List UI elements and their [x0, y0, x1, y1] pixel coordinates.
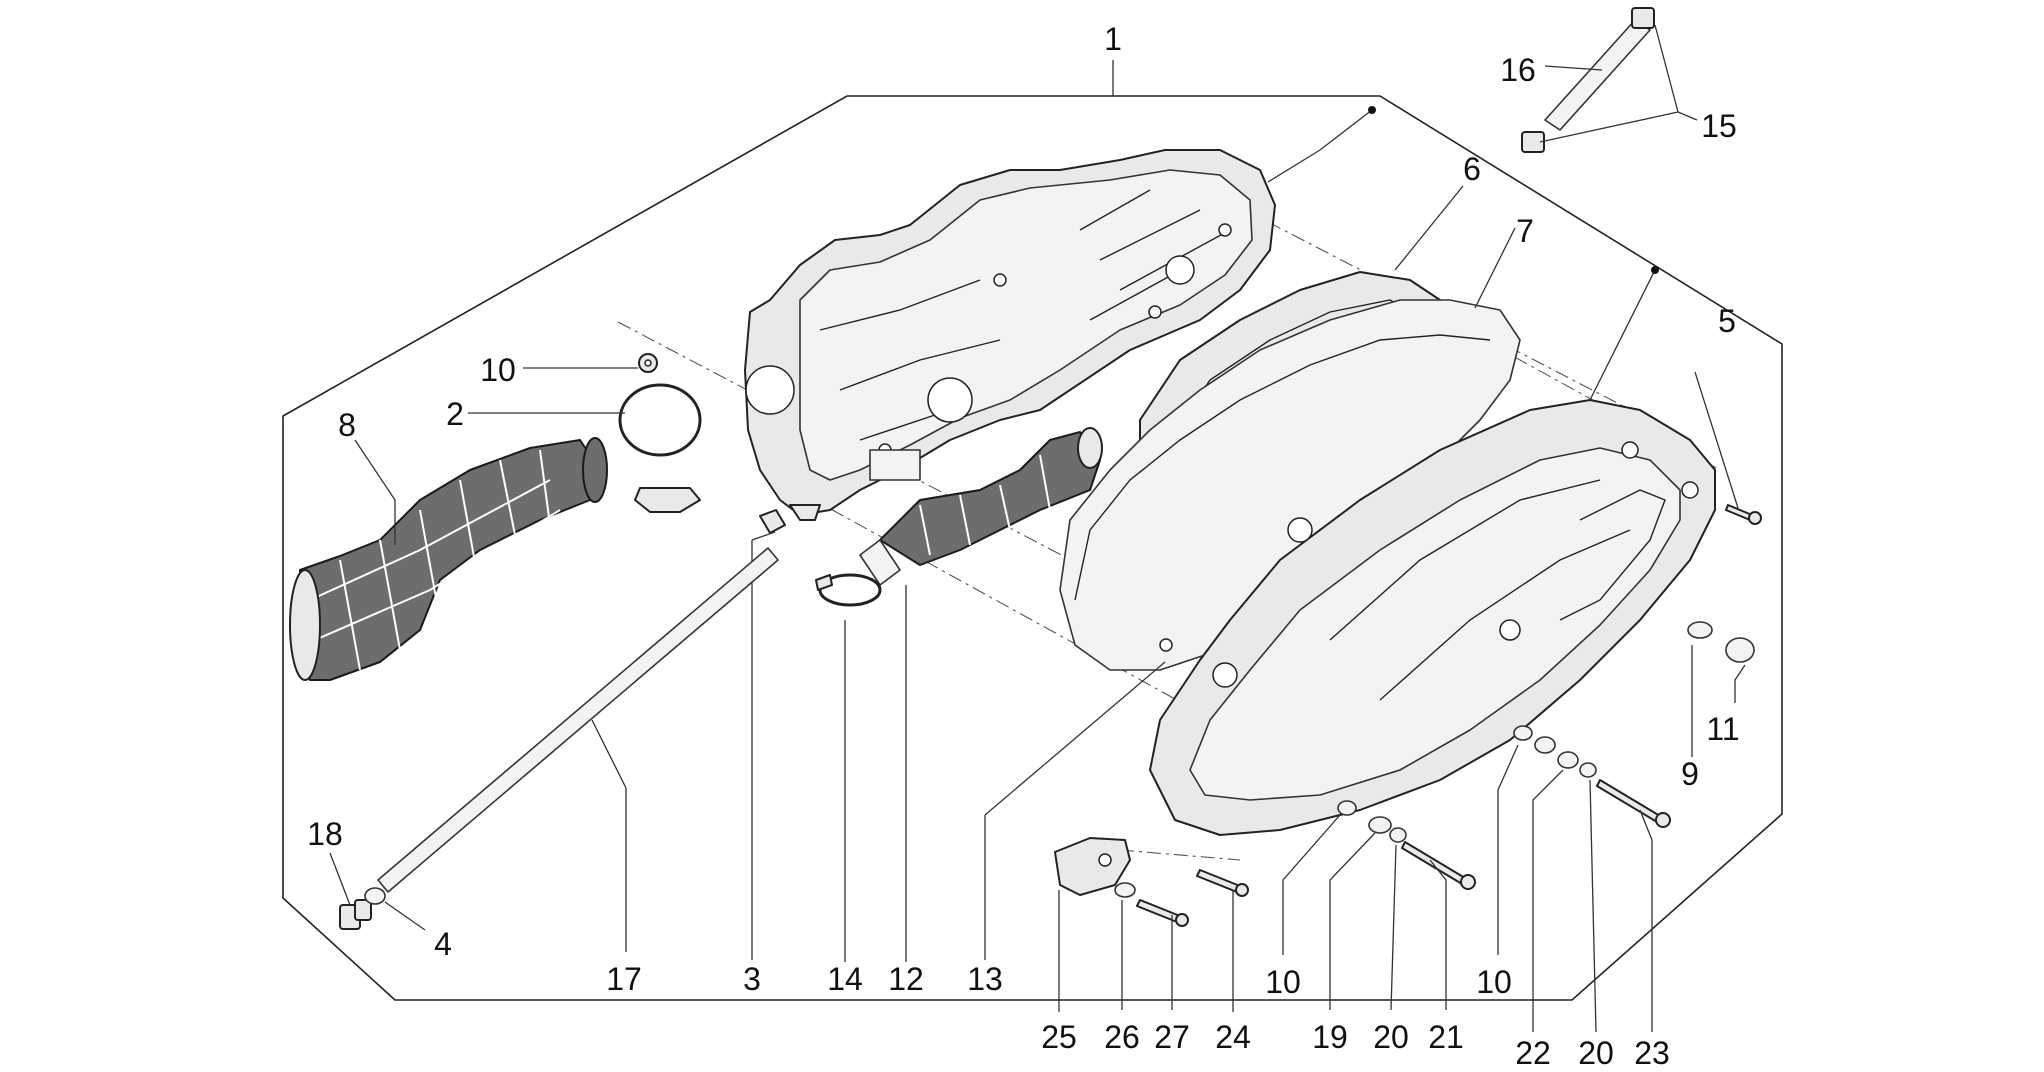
air-box-cover: [1149, 399, 1716, 836]
callout-10c-leader: [1497, 744, 1519, 955]
callout-20a-leader: [1390, 844, 1397, 1011]
callout-16: 16: [1500, 52, 1536, 88]
assembly-axis-screws: [1119, 849, 1241, 861]
nut-10-top: [638, 353, 658, 373]
callout-5: 5: [1718, 303, 1736, 339]
gasket: [1059, 299, 1521, 671]
callout-6-leader: [1394, 185, 1464, 271]
callout-23-leader: [1639, 809, 1653, 1032]
callout-17: 17: [606, 961, 642, 997]
callout-7: 7: [1516, 213, 1534, 249]
washer-20a: [1389, 827, 1407, 843]
air-box-housing: [744, 149, 1276, 521]
screw-24: [1196, 869, 1249, 897]
clip-4: [364, 887, 386, 905]
breather-hose-16: [1521, 7, 1655, 153]
washer-22: [1534, 736, 1556, 754]
callout-20-right: 20: [1578, 1035, 1614, 1067]
callout-9: 9: [1681, 756, 1699, 792]
callout-4: 4: [434, 926, 452, 962]
callout-4-leader: [384, 901, 426, 931]
callout-10b-leader: [1282, 814, 1341, 955]
callout-11: 11: [1706, 711, 1739, 747]
callout-20-lower: 20: [1373, 1019, 1409, 1055]
callout-3: 3: [743, 961, 761, 997]
callout-2: 2: [446, 396, 464, 432]
callout-17-leader: [591, 719, 627, 952]
callout-27: 27: [1154, 1019, 1190, 1055]
callout-19-leader: [1329, 832, 1376, 1010]
clip-9: [1687, 621, 1713, 639]
drain-tube-17: [377, 547, 779, 893]
callout-18-leader: [329, 852, 351, 906]
drain-plug-18: [339, 899, 372, 930]
callout-1: 1: [1104, 21, 1122, 57]
callout-6: 6: [1463, 151, 1481, 187]
callout-23: 23: [1634, 1035, 1670, 1067]
inlet-duct-12: [859, 427, 1103, 586]
callout-20b-leader: [1589, 779, 1597, 1033]
cover-callout-dot: [1651, 266, 1659, 274]
callout-26: 26: [1104, 1019, 1140, 1055]
washer-20c: [1579, 762, 1597, 778]
washer-10-right: [1513, 725, 1533, 741]
cap-11: [1725, 637, 1755, 663]
callout-1-housing-leader-2: [1319, 109, 1373, 151]
callout-5-leader: [1694, 371, 1739, 509]
assembly-group-frame: [282, 95, 1783, 1001]
callout-12: 12: [888, 961, 924, 997]
washer-10-lower: [1337, 800, 1357, 816]
washer-26: [1114, 882, 1136, 898]
callout-13: 13: [967, 961, 1003, 997]
callout-7-leader: [1474, 227, 1516, 309]
callout-1-housing-leader: [1267, 149, 1321, 183]
hose-fitting-3: [759, 509, 786, 534]
callout-24: 24: [1215, 1019, 1251, 1055]
intake-sleeve: [289, 437, 608, 681]
washer-19: [1368, 816, 1392, 834]
callout-dot-cover-leader: [1589, 269, 1656, 401]
hose-clamp-14: [815, 573, 882, 607]
screw-21: [1401, 841, 1476, 890]
callout-19: 19: [1312, 1019, 1348, 1055]
assembly-axis-upper: [1267, 221, 1651, 421]
callout-22-leader: [1532, 769, 1564, 1032]
callout-25: 25: [1041, 1019, 1077, 1055]
callout-11-leader: [1734, 664, 1746, 703]
screw-23: [1596, 779, 1671, 828]
callout-10-lower: 10: [1265, 964, 1301, 1000]
callout-21: 21: [1428, 1019, 1464, 1055]
callout-13-leader-b: [984, 661, 1166, 816]
washer-20b: [1557, 751, 1579, 769]
callout-1-dot: [1368, 106, 1376, 114]
callout-3-leader-b: [751, 531, 776, 541]
callout-8-leader: [354, 439, 396, 545]
callout-15-leader-b: [1677, 111, 1698, 121]
callout-10-right: 10: [1476, 964, 1512, 1000]
callout-18: 18: [307, 816, 343, 852]
callout-15: 15: [1701, 108, 1737, 144]
callout-10-top: 10: [480, 352, 516, 388]
bracket-25: [1054, 837, 1131, 896]
screw-5: [1725, 504, 1762, 525]
callout-22: 22: [1515, 1035, 1551, 1067]
callout-21-leader: [1429, 859, 1447, 1010]
screw-27: [1136, 899, 1189, 927]
callout-8: 8: [338, 407, 356, 443]
callout-14: 14: [827, 961, 863, 997]
callout-16-leader: [1544, 65, 1603, 71]
hose-clamp-2: [618, 383, 702, 513]
